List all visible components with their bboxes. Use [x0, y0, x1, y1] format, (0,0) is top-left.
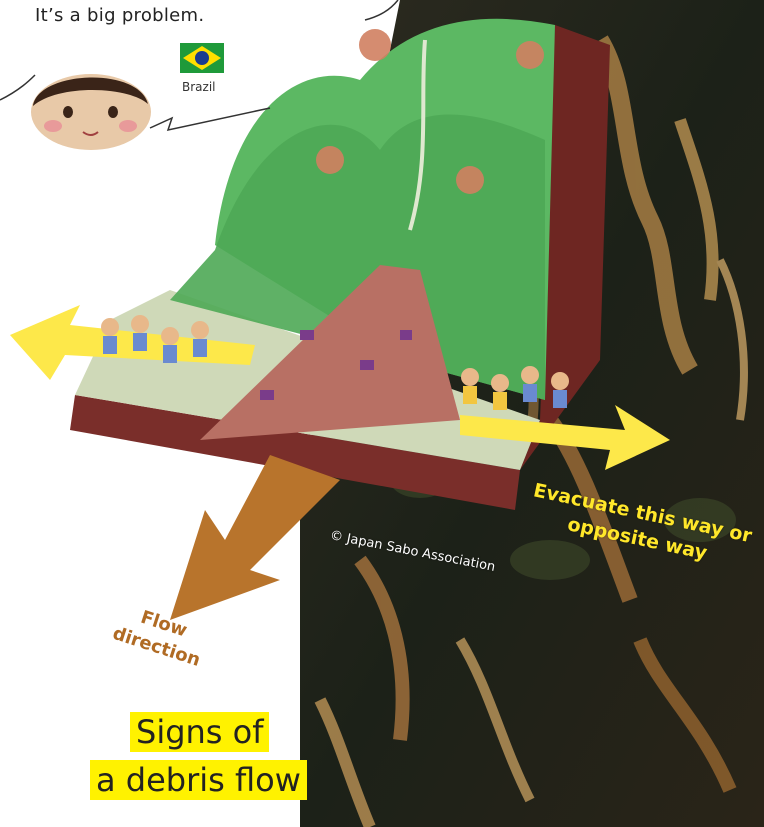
speech-bubble-edge — [360, 0, 400, 30]
flow-arrow-icon — [150, 450, 350, 630]
title-line2: a debris flow — [90, 760, 307, 800]
country-label: Brazil — [182, 80, 216, 94]
brazil-flag-icon — [180, 43, 224, 73]
children-running-icon — [95, 312, 225, 372]
child-face-icon — [28, 66, 154, 152]
speech-text: It’s a big problem. — [35, 5, 204, 26]
children-running-right-icon — [455, 365, 585, 425]
title-line1: Signs of — [130, 712, 269, 752]
